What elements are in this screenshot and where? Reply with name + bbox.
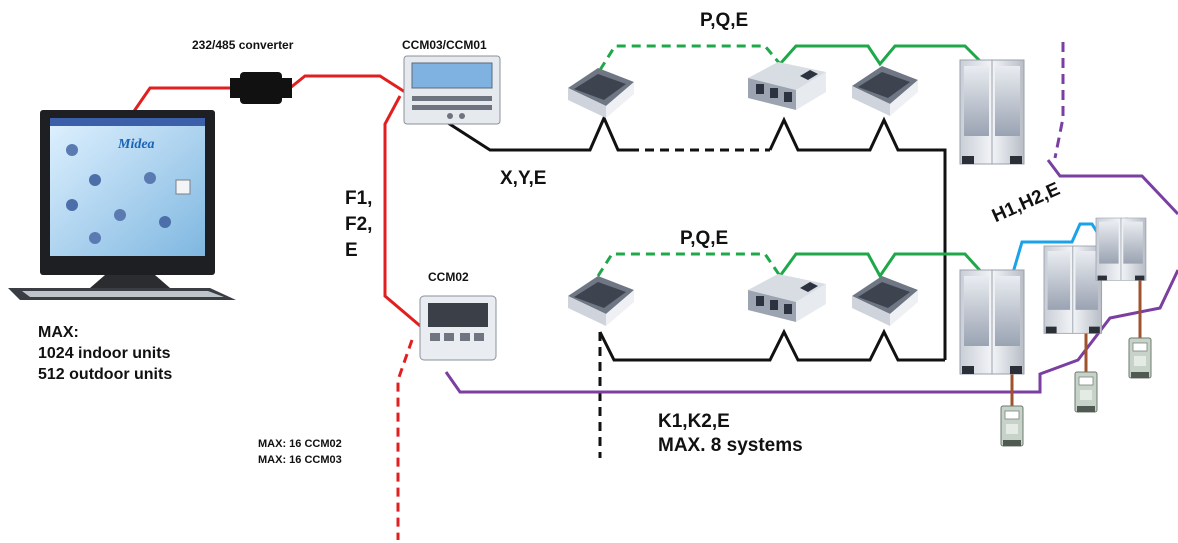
duct-indoor-unit-icon (748, 274, 826, 322)
cassette-indoor-unit-icon (568, 68, 634, 118)
max-outdoor-units: 512 outdoor units (38, 366, 173, 383)
converter-label: 232/485 converter (192, 38, 294, 52)
k-bus-label: K1,K2,E MAX. 8 systems (658, 410, 803, 458)
pqe-bus-bottom (596, 252, 987, 279)
max-controllers-block: MAX: 16 CCM02 MAX: 16 CCM03 (258, 436, 342, 468)
energy-meter-icon (1000, 405, 1024, 447)
computer-icon: Midea (8, 110, 236, 300)
cassette-indoor-unit-icon (852, 276, 918, 326)
f-bus-label-line1: F1, (345, 188, 373, 209)
ccm02-label: CCM02 (428, 270, 469, 284)
indoor-bus-lower (598, 328, 945, 458)
outdoor-unit-icon (1095, 217, 1147, 281)
max-units-title: MAX: (38, 324, 79, 341)
k-bus (444, 42, 1178, 394)
f-bus-label-line2: F2, (345, 214, 373, 235)
max-indoor-units: 1024 indoor units (38, 345, 171, 362)
pqe-top-label: P,Q,E (700, 10, 749, 31)
max-units-block: MAX: 1024 indoor units 512 outdoor units (38, 322, 172, 385)
pqe-bottom-label: P,Q,E (680, 228, 729, 249)
ccm02-controller-icon (419, 295, 497, 361)
f-bus-label: F1, F2, E (345, 186, 372, 264)
meter-wires (1010, 278, 1142, 406)
ccm03-ccm01-label: CCM03/CCM01 (402, 38, 487, 52)
outdoor-unit-icon (959, 59, 1025, 165)
outdoor-unit-icon (1043, 245, 1103, 334)
rs232-485-line (128, 74, 426, 332)
cassette-indoor-unit-icon (568, 276, 634, 326)
ccm03-controller-icon (403, 55, 501, 125)
pqe-bus-top (598, 44, 987, 71)
energy-meter-icon (1074, 371, 1098, 413)
screen-brand-text: Midea (117, 137, 155, 152)
k-bus-label-line2: MAX. 8 systems (658, 435, 803, 456)
xye-bus (447, 114, 947, 360)
k-bus-label-line1: K1,K2,E (658, 411, 730, 432)
max-ccm03: MAX: 16 CCM03 (258, 454, 342, 466)
converter-icon (230, 72, 292, 104)
max-ccm02: MAX: 16 CCM02 (258, 438, 342, 450)
energy-meter-icon (1128, 337, 1152, 379)
rs485-extension-line (396, 339, 414, 540)
outdoor-unit-icon (959, 269, 1025, 375)
cassette-indoor-unit-icon (852, 66, 918, 116)
xye-label: X,Y,E (500, 168, 547, 189)
duct-indoor-unit-icon (748, 62, 826, 110)
f-bus-label-line3: E (345, 240, 358, 261)
